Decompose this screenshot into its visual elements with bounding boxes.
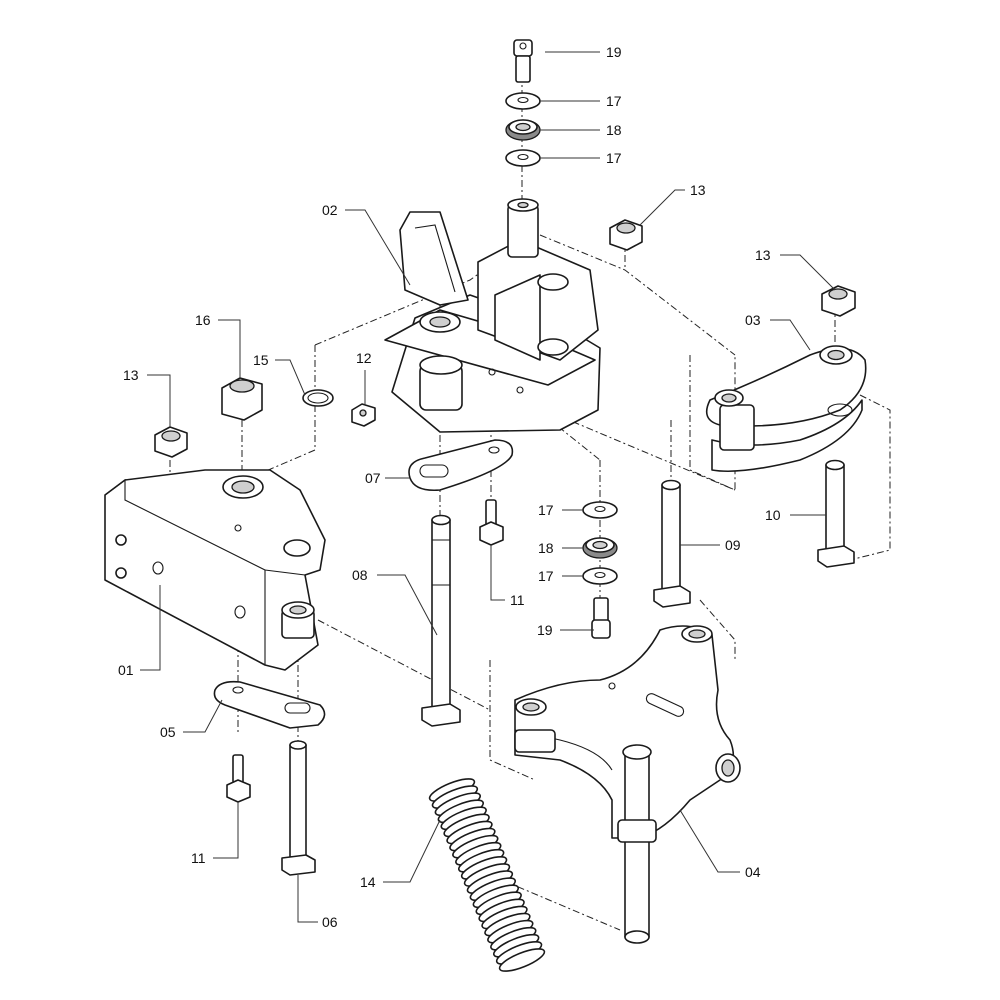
callout-11-left: 11 (191, 850, 206, 866)
callout-19-top: 19 (606, 44, 622, 60)
callout-17-top-2: 17 (606, 150, 622, 166)
pivot-pin-left (281, 740, 316, 876)
callout-17-top-1: 17 (606, 93, 622, 109)
callout-13-right: 13 (755, 247, 771, 263)
callout-10: 10 (765, 507, 781, 523)
large-nut (221, 377, 263, 421)
washer-mid-2 (582, 567, 618, 585)
callout-03: 03 (745, 312, 761, 328)
upper-pivot-bracket (384, 198, 601, 433)
cap-screw-top (513, 39, 533, 83)
callout-09: 09 (725, 537, 741, 553)
upper-link-plate (408, 439, 514, 492)
lower-link-plate (213, 680, 326, 729)
callout-04: 04 (745, 864, 761, 880)
callout-14: 14 (360, 874, 376, 890)
callout-17-mid-1: 17 (538, 502, 554, 518)
callout-01: 01 (118, 662, 134, 678)
washer-mid-1 (582, 501, 618, 519)
lock-nut-left (154, 426, 188, 458)
callout-19-mid: 19 (537, 622, 553, 638)
pivot-pin-middle (653, 479, 691, 608)
circlip (302, 389, 334, 407)
washer-top-1 (505, 92, 541, 110)
spring-coil (498, 948, 546, 972)
callout-18-top: 18 (606, 122, 622, 138)
callout-15: 15 (253, 352, 269, 368)
callout-05: 05 (160, 724, 176, 740)
lower-swing-arm (514, 625, 741, 944)
washer-top-2 (505, 149, 541, 167)
pivot-pin-right (817, 459, 855, 568)
callout-02: 02 (322, 202, 338, 218)
leader-lines (140, 51, 836, 923)
coil-spring (428, 778, 546, 972)
mounting-bracket (104, 469, 326, 671)
lock-nut-right (821, 285, 856, 317)
right-link-arm (705, 345, 867, 473)
callout-labels: 19 17 18 17 13 02 13 03 16 15 12 13 07 1… (118, 44, 781, 930)
long-pivot-pin (421, 514, 461, 727)
flange-bolt-middle (479, 499, 504, 546)
callout-11-mid: 11 (510, 592, 525, 608)
callout-07: 07 (365, 470, 381, 486)
callout-12: 12 (356, 350, 372, 366)
callout-06: 06 (322, 914, 338, 930)
callout-18-mid: 18 (538, 540, 554, 556)
callout-16: 16 (195, 312, 211, 328)
flange-bolt-left (226, 754, 251, 803)
callout-08: 08 (352, 567, 368, 583)
callout-13-left: 13 (123, 367, 139, 383)
bearing-top (505, 119, 541, 141)
callout-13-upper: 13 (690, 182, 706, 198)
flange-nut-small (351, 403, 376, 427)
bearing-mid (582, 537, 618, 559)
lock-nut-upper (609, 219, 643, 251)
cap-screw-mid (591, 597, 611, 639)
callout-17-mid-2: 17 (538, 568, 554, 584)
